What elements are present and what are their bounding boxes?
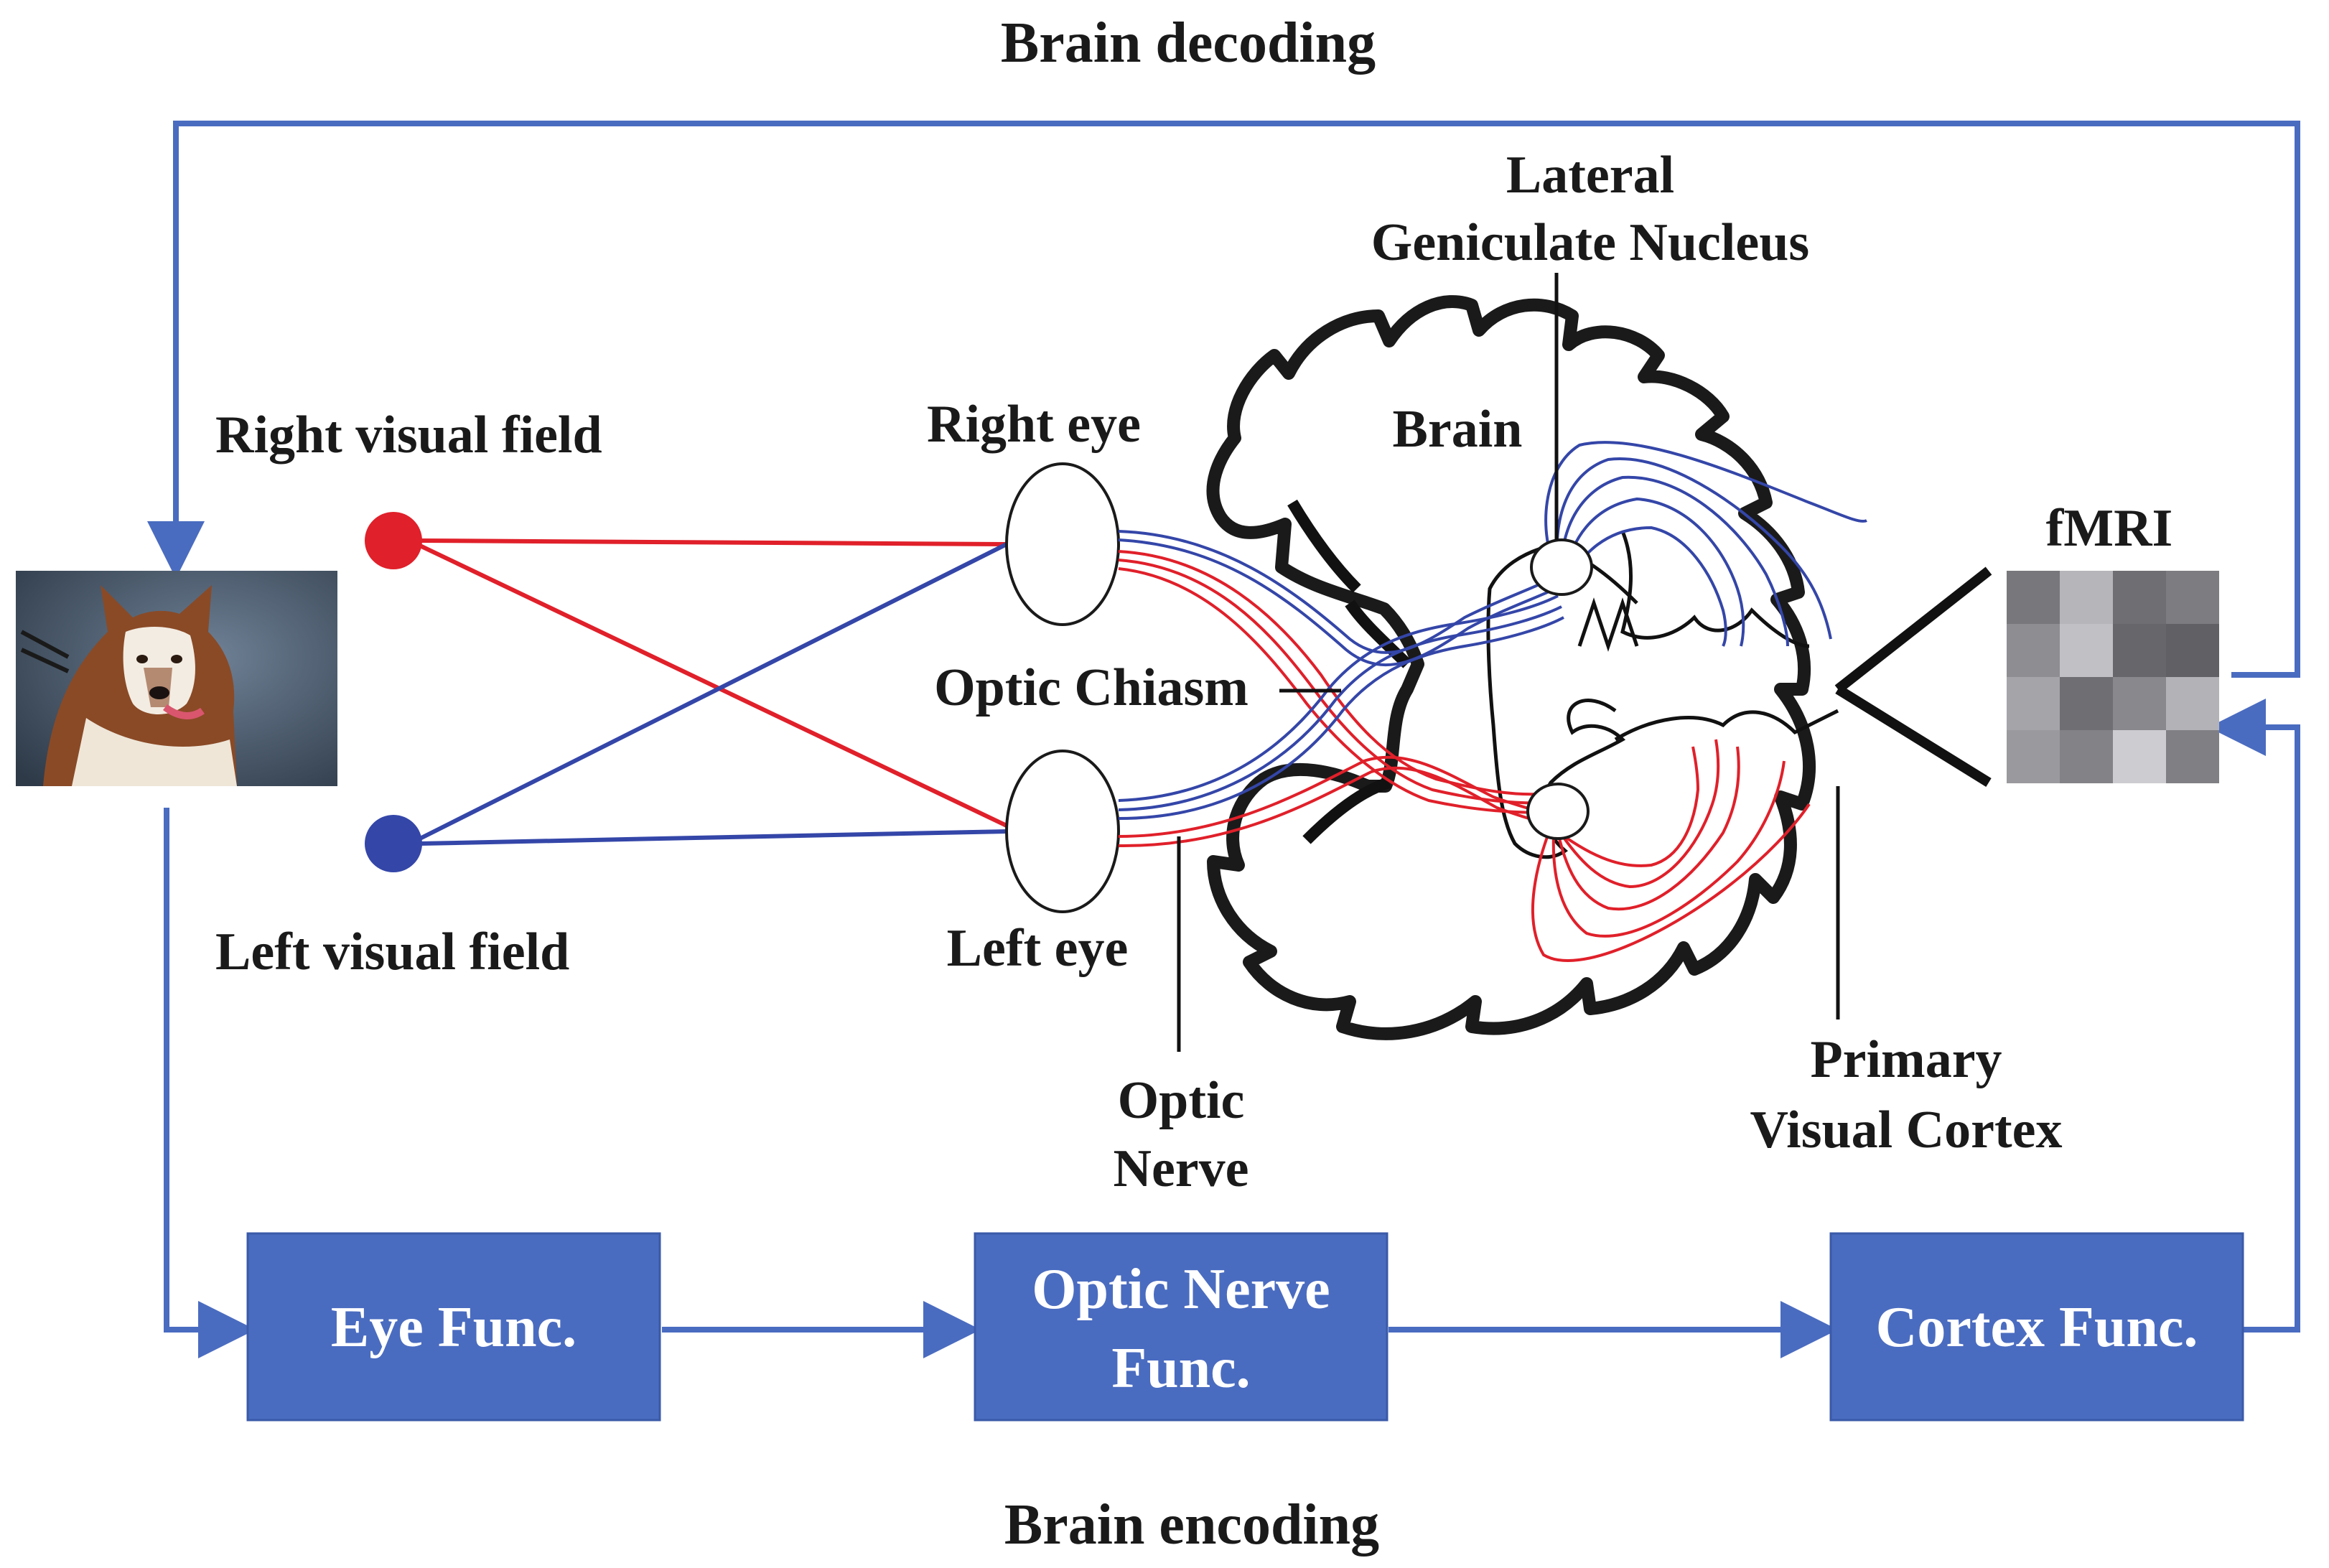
optic-nerve-label-line1: Optic [1118, 1071, 1245, 1130]
brain-outline [1206, 295, 1816, 1040]
fmri-voxel [2007, 677, 2060, 730]
decoding-arrow [147, 121, 2300, 678]
fmri-voxel [2060, 730, 2113, 783]
fmri-voxel [2166, 730, 2219, 783]
fmri-voxel [2166, 571, 2219, 624]
fmri-voxel [2113, 677, 2166, 730]
v1-label-line1: Primary [1810, 1030, 2002, 1089]
left-field-to-left-eye-ray [419, 829, 1007, 846]
left-eye-fibers [1118, 594, 1564, 848]
fmri-connector-upper [1834, 566, 1992, 694]
brain-decoding-title: Brain decoding [1001, 11, 1376, 75]
brain-label: Brain [1393, 400, 1523, 459]
blue-optic-radiations [1544, 441, 1867, 647]
left-field-to-right-eye-ray [419, 542, 1008, 841]
lgn-label-line1: Lateral [1506, 146, 1674, 205]
right-visual-field-dot [365, 512, 422, 569]
fmri-voxel [2007, 571, 2060, 624]
husky-dog-photo [16, 571, 337, 786]
red-optic-radiations [1531, 739, 1811, 962]
fmri-voxel [2060, 624, 2113, 677]
fmri-voxel [2007, 624, 2060, 677]
lgn-lower [1526, 783, 1590, 840]
fmri-voxel [2113, 624, 2166, 677]
left-eye-label: Left eye [947, 919, 1129, 978]
left-visual-field-dot [365, 815, 422, 872]
image-to-eye-arrow [164, 808, 256, 1358]
fmri-voxel [2060, 677, 2113, 730]
optic-nerve-func-label-line2: Func. [1111, 1337, 1250, 1400]
right-field-to-left-eye-ray [419, 543, 1008, 828]
fmri-voxel [2113, 730, 2166, 783]
lgn-upper [1530, 538, 1593, 596]
right-eye [1005, 462, 1120, 626]
fmri-voxel [2113, 571, 2166, 624]
brain-encoding-title: Brain encoding [1004, 1493, 1379, 1557]
lgn-label-line2: Geniculate Nucleus [1371, 213, 1809, 272]
eye-func-box[interactable]: Eye Func. [246, 1232, 661, 1422]
optic-nerve-func-box[interactable]: Optic Nerve Func. [974, 1232, 1388, 1422]
fmri-voxel [2166, 624, 2219, 677]
optic-chiasm-label: Optic Chiasm [934, 658, 1248, 717]
left-visual-field-label: Left visual field [215, 923, 569, 981]
inner-brain-structure [1486, 543, 1638, 859]
right-visual-field-label: Right visual field [215, 406, 602, 465]
fmri-label: fMRI [2046, 499, 2173, 558]
cortex-func-label: Cortex Func. [1876, 1296, 2198, 1359]
right-field-to-right-eye-ray [419, 538, 1007, 546]
fmri-connector-lower [1835, 685, 1992, 787]
fmri-voxel [2060, 571, 2113, 624]
cortex-func-box[interactable]: Cortex Func. [1829, 1232, 2244, 1422]
optic-nerve-label-line2: Nerve [1114, 1139, 1249, 1198]
fmri-voxel [2007, 730, 2060, 783]
fmri-voxel-grid [2007, 571, 2219, 783]
right-eye-label: Right eye [927, 395, 1141, 454]
v1-label-line2: Visual Cortex [1750, 1101, 2062, 1159]
fmri-voxel [2166, 677, 2219, 730]
left-eye [1005, 750, 1120, 913]
cortex-to-fmri-arrow [2208, 699, 2300, 1333]
eye-func-label: Eye Func. [331, 1296, 577, 1359]
optic-nerve-func-label-line1: Optic Nerve [1032, 1258, 1330, 1321]
